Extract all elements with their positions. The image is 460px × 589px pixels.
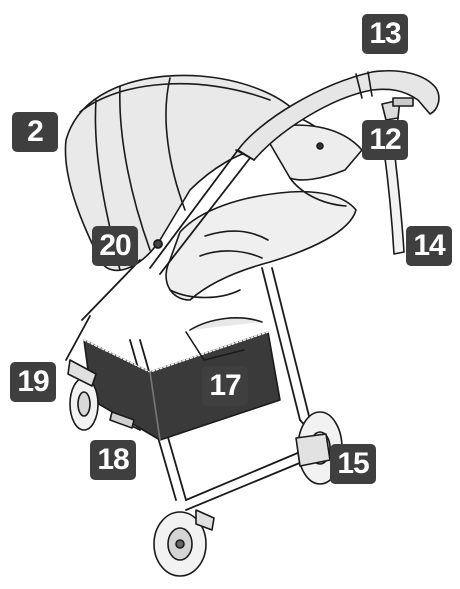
- callout-17: 17: [202, 366, 248, 406]
- callout-13: 13: [362, 14, 408, 54]
- front-wheel: [154, 510, 214, 576]
- callout-19: 19: [10, 362, 56, 402]
- callout-18: 18: [90, 440, 136, 480]
- callout-14: 14: [406, 226, 452, 266]
- callout-15: 15: [330, 444, 376, 484]
- callout-12: 12: [362, 120, 408, 160]
- callout-2: 2: [12, 112, 58, 152]
- callout-20: 20: [92, 226, 138, 266]
